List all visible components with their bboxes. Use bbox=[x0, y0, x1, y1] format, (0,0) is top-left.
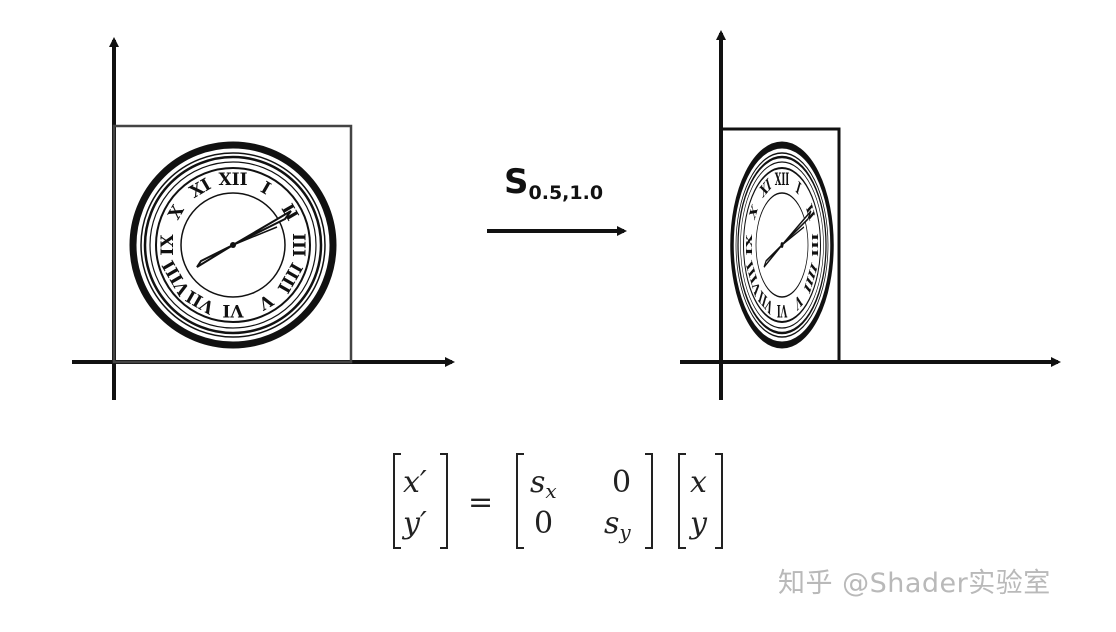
scale-equation: x′ y′ = sx 0 0 sy x y bbox=[393, 453, 723, 549]
scale-label: S0.5,1.0 bbox=[504, 162, 603, 204]
equals-sign: = bbox=[468, 485, 493, 520]
bracket-matrix bbox=[516, 453, 653, 549]
rhs-y: y bbox=[688, 506, 708, 541]
right-rectangle bbox=[719, 127, 841, 364]
lhs-y-prime: y′ bbox=[401, 506, 427, 541]
bracket-lhs bbox=[393, 453, 448, 549]
left-square bbox=[112, 124, 353, 364]
original-figure bbox=[72, 37, 455, 400]
watermark: 知乎 @Shader实验室 bbox=[778, 568, 1051, 599]
matrix-sx: sx bbox=[530, 465, 557, 503]
left-clock bbox=[133, 145, 333, 345]
matrix-bottom-zero: 0 bbox=[534, 506, 553, 541]
matrix-sy: sy bbox=[604, 506, 631, 544]
rhs-x: x bbox=[690, 465, 707, 500]
right-clock bbox=[732, 145, 832, 345]
scale-arrow: S0.5,1.0 bbox=[487, 162, 627, 236]
lhs-x-prime: x′ bbox=[403, 465, 427, 500]
bracket-rhs bbox=[678, 453, 723, 549]
matrix-top-zero: 0 bbox=[612, 465, 631, 500]
scaled-figure bbox=[680, 30, 1061, 400]
